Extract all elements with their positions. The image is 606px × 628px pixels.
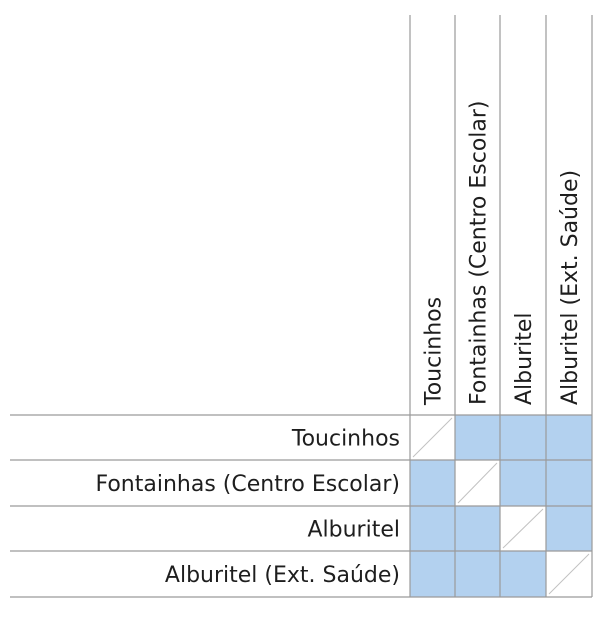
connection-cell — [455, 415, 500, 460]
column-label: Toucinhos — [422, 297, 447, 406]
row-label: Fontainhas (Centro Escolar) — [95, 472, 400, 497]
diagonal-slash — [412, 417, 453, 458]
diagonal-cell — [548, 553, 590, 595]
row-label: Alburitel (Ext. Saúde) — [165, 563, 400, 588]
diagonal-slash — [548, 553, 590, 595]
connection-cell — [410, 551, 455, 597]
connection-cell — [410, 460, 455, 506]
connection-cell — [500, 415, 546, 460]
diagonal-cell — [412, 417, 453, 458]
column-label: Alburitel — [512, 312, 537, 405]
matrix-cells — [410, 415, 592, 597]
connection-cell — [546, 460, 592, 506]
row-label: Toucinhos — [291, 427, 400, 452]
diagonal-cell — [502, 508, 544, 549]
matrix-grid — [10, 15, 593, 598]
column-label: Alburitel (Ext. Saúde) — [558, 170, 583, 405]
column-label: Fontainhas (Centro Escolar) — [467, 100, 492, 405]
connection-cell — [500, 460, 546, 506]
connection-cell — [546, 506, 592, 551]
diagonal-cell — [457, 462, 498, 504]
column-labels: Toucinhos Fontainhas (Centro Escolar) Albu… — [422, 100, 584, 406]
diagonal-slash — [502, 508, 544, 549]
connection-cell — [455, 506, 500, 551]
diagonal-slash — [457, 462, 498, 504]
row-label: Alburitel — [307, 518, 400, 543]
connection-cell — [500, 551, 546, 597]
connection-cell — [455, 551, 500, 597]
connection-cell — [546, 415, 592, 460]
connection-cell — [410, 506, 455, 551]
